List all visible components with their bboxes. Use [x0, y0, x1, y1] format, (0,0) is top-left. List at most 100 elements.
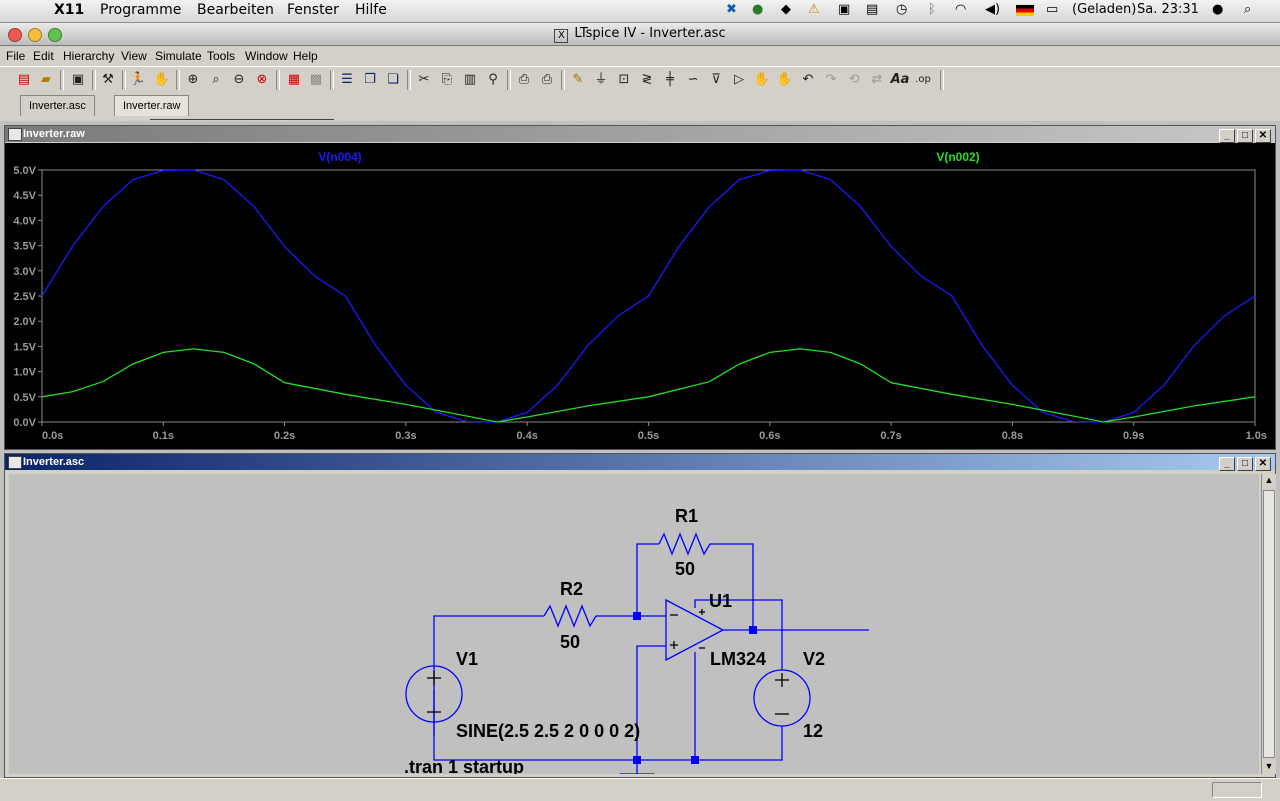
menu-hierarchy[interactable]: Hierarchy — [63, 49, 115, 63]
battery-icon[interactable]: ▭ — [1046, 2, 1059, 17]
spice-directive-icon[interactable]: .op — [915, 74, 931, 85]
menu-help[interactable]: Help — [293, 49, 318, 63]
ground-icon[interactable]: ⏚ — [594, 72, 608, 87]
u1-label[interactable]: U1 — [709, 591, 732, 611]
r1-label[interactable]: R1 — [675, 506, 698, 526]
maximize-icon[interactable]: □ — [1237, 129, 1253, 143]
flag-de-icon[interactable] — [1016, 5, 1034, 16]
memory-icon[interactable]: ▤ — [866, 2, 879, 17]
time-machine-icon[interactable]: ◷ — [896, 2, 908, 17]
u1-model[interactable]: LM324 — [710, 649, 766, 669]
menu-file[interactable]: File — [6, 49, 26, 63]
save-icon[interactable]: ▣ — [71, 72, 85, 87]
component-icon[interactable]: ▷ — [734, 72, 744, 87]
zoom-window-button[interactable] — [48, 28, 62, 42]
scroll-up-arrow-icon[interactable]: ▲ — [1264, 475, 1274, 485]
menu-app[interactable]: X11 — [54, 2, 85, 18]
inductor-icon[interactable]: ∽ — [687, 72, 699, 87]
maximize-icon[interactable]: □ — [1237, 457, 1253, 471]
resistor-icon[interactable]: ≷ — [641, 72, 653, 87]
minimize-icon[interactable]: _ — [1219, 129, 1235, 143]
close-window-button[interactable] — [8, 28, 22, 42]
capacitor-icon[interactable]: ╪ — [666, 72, 674, 87]
x-tray-icon[interactable]: ✖ — [726, 2, 737, 17]
r2-value[interactable]: 50 — [560, 632, 580, 652]
spotlight-search-icon[interactable]: ⌕ — [1244, 2, 1252, 17]
menu-hilfe[interactable]: Hilfe — [355, 2, 387, 18]
v2-label[interactable]: V2 — [803, 649, 825, 669]
move-icon[interactable]: ✋ — [753, 72, 771, 87]
zoom-fit-icon[interactable]: ⊗ — [256, 72, 268, 87]
warning-icon[interactable]: ⚠ — [808, 2, 820, 17]
paste-icon[interactable]: ▥ — [463, 72, 477, 87]
u1-opamp[interactable] — [665, 598, 725, 662]
menu-view[interactable]: View — [121, 49, 147, 63]
text-icon[interactable]: Aa — [890, 72, 910, 87]
print-preview-icon[interactable]: ⎙ — [518, 72, 530, 87]
print-icon[interactable]: ⎙ — [541, 72, 553, 87]
schematic-window-titlebar[interactable]: Inverter.asc _□✕ — [5, 454, 1275, 471]
redo-icon[interactable]: ↷ — [825, 72, 837, 87]
tab-inverter-raw[interactable]: Inverter.raw — [114, 95, 190, 116]
scroll-down-arrow-icon[interactable]: ▼ — [1264, 761, 1274, 771]
menu-programme[interactable]: Programme — [100, 2, 182, 18]
tab-inverter-asc[interactable]: Inverter.asc — [20, 95, 95, 116]
copy-icon[interactable]: ⎘ — [441, 72, 453, 87]
close-icon[interactable]: ✕ — [1255, 457, 1271, 471]
add-plot-pane-icon[interactable]: ▩ — [309, 72, 323, 87]
zoom-in-icon[interactable]: ⌕ — [212, 72, 220, 87]
volume-icon[interactable]: ◀) — [985, 2, 1001, 17]
run-icon[interactable]: 🏃 — [129, 72, 147, 87]
v2-source[interactable] — [753, 669, 811, 727]
r1-value[interactable]: 50 — [675, 559, 695, 579]
v1-value[interactable]: SINE(2.5 2.5 2 0 0 0 2) — [456, 721, 640, 741]
drag-icon[interactable]: ✋ — [776, 72, 794, 87]
open-folder-icon[interactable]: ▰ — [41, 72, 51, 87]
menu-window[interactable]: Window — [245, 49, 288, 63]
menu-tools[interactable]: Tools — [207, 49, 236, 63]
spice-directive[interactable]: .tran 1 startup — [404, 757, 524, 777]
schematic-canvas[interactable]: R1 50 R2 50 U1 LM324 V1 SINE(2.5 2.5 2 0… — [9, 474, 1259, 789]
v1-label[interactable]: V1 — [456, 649, 478, 669]
draw-wire-icon[interactable]: ✎ — [572, 72, 584, 87]
clock[interactable]: Sa. 23:31 — [1137, 2, 1199, 17]
control-panel-icon[interactable]: ⚒ — [102, 72, 114, 87]
schematic-drawing[interactable]: R1 50 R2 50 U1 LM324 V1 SINE(2.5 2.5 2 0… — [9, 474, 1259, 789]
new-schematic-icon[interactable]: ▤ — [17, 72, 31, 87]
waveform-window-titlebar[interactable]: Inverter.raw _□✕ — [5, 126, 1275, 143]
zoom-out-icon[interactable]: ⊖ — [233, 72, 245, 87]
waveform-chart[interactable]: 0.0V0.5V1.0V1.5V2.0V2.5V3.0V3.5V4.0V4.5V… — [5, 143, 1275, 449]
menu-edit[interactable]: Edit — [33, 49, 54, 63]
menu-bearbeiten[interactable]: Bearbeiten — [197, 2, 274, 18]
dropbox-icon[interactable]: ◆ — [781, 2, 791, 17]
schematic-vertical-scrollbar[interactable]: ▲ ▼ — [1261, 474, 1276, 774]
r2-resistor[interactable] — [543, 604, 601, 628]
r2-label[interactable]: R2 — [560, 579, 583, 599]
scrollbar-thumb[interactable] — [1263, 490, 1275, 758]
minimize-window-button[interactable] — [28, 28, 42, 42]
bluetooth-icon[interactable]: ᛒ — [928, 2, 936, 17]
zoom-area-icon[interactable]: ⊕ — [187, 72, 199, 87]
menu-simulate[interactable]: Simulate — [155, 49, 202, 63]
v1-source[interactable] — [405, 665, 463, 723]
user-icon[interactable]: ● — [1212, 2, 1224, 17]
v2-value[interactable]: 12 — [803, 721, 823, 741]
cascade-icon[interactable]: ❏ — [387, 72, 399, 87]
minimize-icon[interactable]: _ — [1219, 457, 1235, 471]
globe-icon[interactable]: ● — [752, 2, 764, 17]
menu-fenster[interactable]: Fenster — [287, 2, 339, 18]
tile-horizontal-icon[interactable]: ☰ — [341, 72, 353, 87]
r1-resistor[interactable] — [658, 532, 715, 556]
diode-icon[interactable]: ⊽ — [711, 72, 721, 87]
mirror-icon[interactable]: ⇄ — [871, 72, 883, 87]
tile-vertical-icon[interactable]: ❐ — [364, 72, 376, 87]
label-net-icon[interactable]: ⊡ — [618, 72, 630, 87]
find-icon[interactable]: ⚲ — [488, 72, 498, 87]
autorange-icon[interactable]: ▦ — [287, 72, 301, 87]
close-icon[interactable]: ✕ — [1255, 129, 1271, 143]
wifi-icon[interactable]: ◠ — [955, 2, 967, 17]
cut-icon[interactable]: ✂ — [418, 72, 430, 87]
rotate-icon[interactable]: ⟲ — [848, 72, 860, 87]
halt-icon[interactable]: ✋ — [153, 72, 171, 87]
